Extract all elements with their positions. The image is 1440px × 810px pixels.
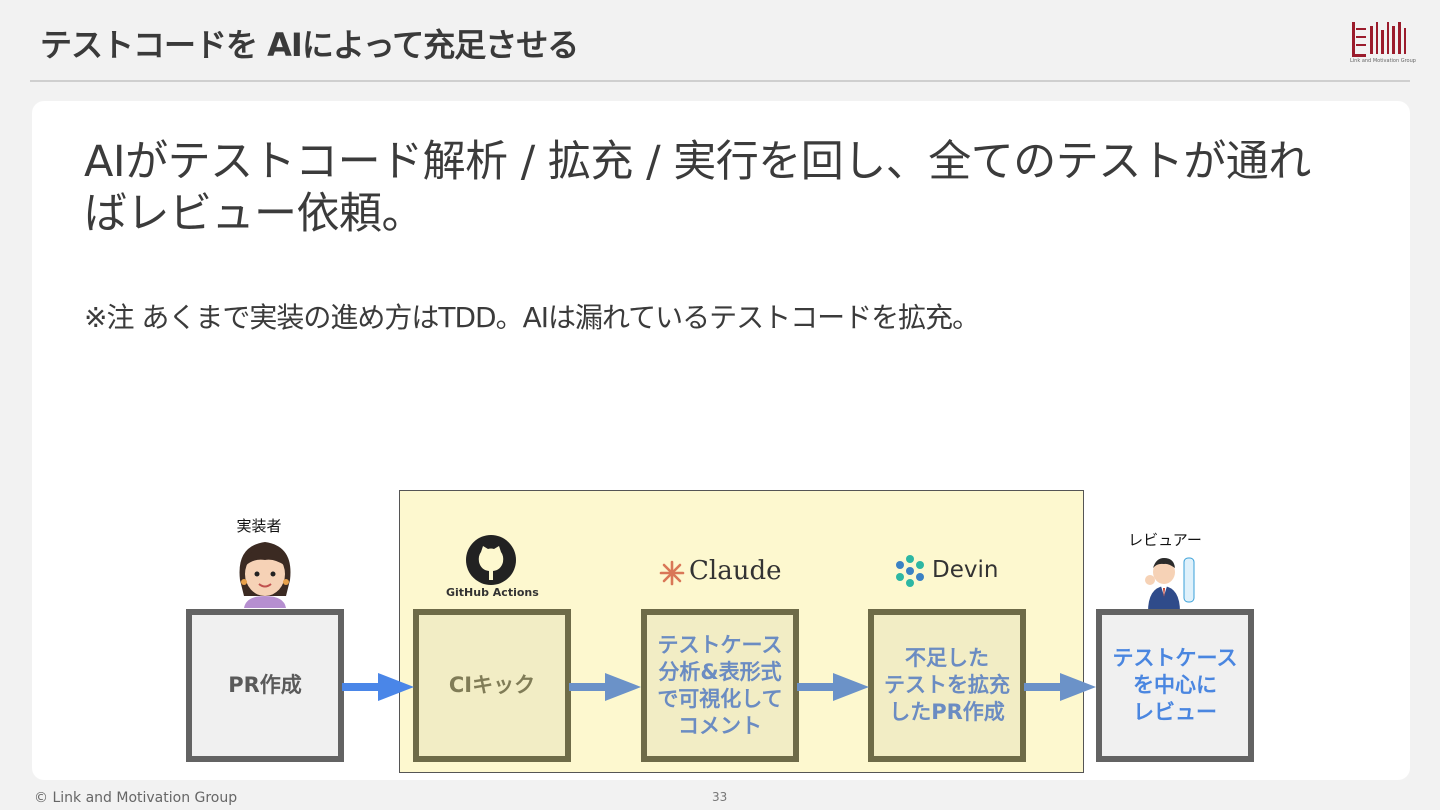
step-label: PR作成 [228, 673, 302, 697]
step-review: テストケース を中心に レビュー [1096, 609, 1254, 762]
step-pr-create: PR作成 [186, 609, 344, 762]
page-number: 33 [712, 790, 728, 804]
arrow-right-icon [569, 673, 641, 701]
company-logo-icon [1352, 22, 1406, 57]
reviewer-label: レビュアー [1128, 531, 1202, 549]
claude-label: Claude [689, 556, 782, 586]
claude-icon [659, 560, 685, 586]
arrow-right-icon [1024, 673, 1096, 701]
reviewer-avatar-icon [1145, 557, 1195, 612]
step-test-expansion: 不足した テストを拡充 したPR作成 [868, 609, 1026, 762]
arrow-right-icon [342, 673, 414, 701]
footer-copyright: © Link and Motivation Group [34, 790, 238, 806]
devin-label: Devin [932, 557, 999, 583]
title-divider [30, 80, 1410, 82]
implementer-avatar-icon [239, 542, 291, 608]
github-actions-label: GitHub Actions [446, 586, 539, 599]
step-label: CIキック [448, 673, 536, 697]
implementer-label: 実装者 [236, 517, 282, 535]
step-label: テストケース を中心に レビュー [1112, 646, 1238, 724]
step-ci-kick: CIキック [413, 609, 571, 762]
note-text: ※注 あくまで実装の進め方はTDD。AIは漏れているテストコードを拡充。 [84, 301, 980, 334]
arrow-right-icon [797, 673, 869, 701]
step-label: テストケース 分析&表形式 で可視化して コメント [657, 632, 783, 738]
step-label: 不足した テストを拡充 したPR作成 [884, 646, 1010, 724]
step-test-analysis: テストケース 分析&表形式 で可視化して コメント [641, 609, 799, 762]
headline: AIがテストコード解析 / 拡充 / 実行を回し、全てのテストが通ればレビュー依… [84, 137, 1311, 239]
github-icon [466, 535, 516, 585]
devin-icon [896, 555, 924, 587]
slide-title: テストコードを AIによって充足させる [40, 26, 579, 64]
company-logo-text: Link and Motivation Group [1350, 58, 1416, 64]
